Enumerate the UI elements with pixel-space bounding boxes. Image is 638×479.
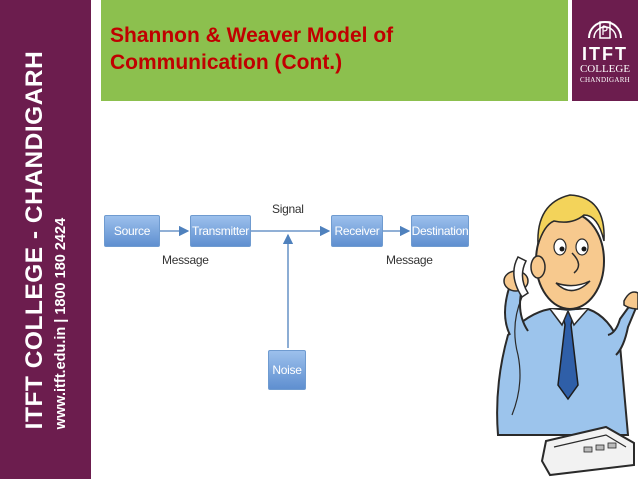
label-signal: Signal <box>272 202 304 216</box>
sidebar-text-block: ITFT COLLEGE - CHANDIGARH www.itft.edu.i… <box>20 51 70 430</box>
sidebar-brand: ITFT COLLEGE - CHANDIGARH www.itft.edu.i… <box>0 0 91 479</box>
box-noise: Noise <box>268 350 306 390</box>
box-source: Source <box>104 215 160 247</box>
college-logo: ITFT COLLEGE CHANDIGARH <box>572 0 638 101</box>
logo-college-text: COLLEGE <box>579 63 631 75</box>
logo-city-text: CHANDIGARH <box>579 76 631 84</box>
box-transmitter: Transmitter <box>190 215 251 247</box>
box-receiver: Receiver <box>331 215 383 247</box>
box-destination: Destination <box>411 215 469 247</box>
sidebar-college-name: ITFT COLLEGE - CHANDIGARH <box>21 50 48 430</box>
communication-diagram: Source Transmitter Receiver Destination … <box>100 190 490 410</box>
diagram-arrows <box>160 225 411 348</box>
sidebar-contact: www.itft.edu.in | 1800 180 2424 <box>53 217 69 430</box>
title-band: Shannon & Weaver Model of Communication … <box>101 0 568 101</box>
logo-main-text: ITFT <box>582 44 628 64</box>
person-telephone-illustration <box>496 194 638 477</box>
slide-title: Shannon & Weaver Model of Communication … <box>110 24 394 74</box>
label-message-right: Message <box>386 253 433 267</box>
label-message-left: Message <box>162 253 209 267</box>
logo-arch-icon <box>588 21 622 39</box>
